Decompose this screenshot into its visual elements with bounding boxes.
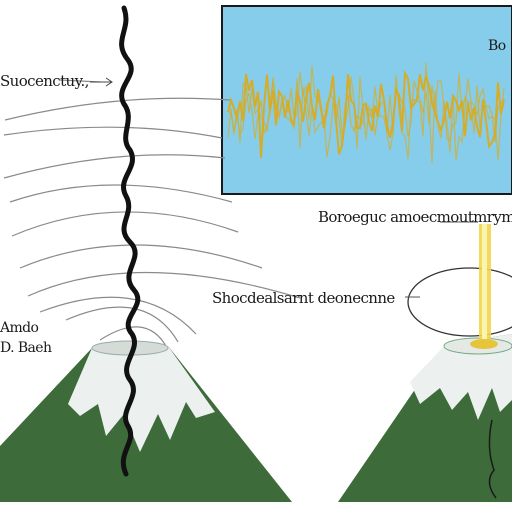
wave-arc-6 <box>19 244 263 269</box>
right-volcano <box>338 334 512 502</box>
eruption-column <box>470 224 498 349</box>
seismic-waveform <box>227 62 505 163</box>
right-volcano-snow <box>410 334 512 420</box>
label-center: Shocdealsarnt deonecnne <box>212 289 395 307</box>
left-volcano-snow <box>68 346 215 452</box>
wave-arc-1 <box>4 97 231 121</box>
wave-arc-7 <box>27 271 301 299</box>
wave-arc-5 <box>11 211 239 237</box>
wave-arc-9 <box>65 306 179 343</box>
wave-arc-2 <box>3 126 223 139</box>
eruption-ring <box>407 267 512 337</box>
label-left-b: D. Baeh <box>0 340 52 356</box>
waveform-trace <box>227 62 505 163</box>
right-fissure <box>488 419 497 499</box>
label-top-left: Suocenctuy., <box>0 72 89 90</box>
wave-arc-4 <box>9 184 233 203</box>
wave-arc-3 <box>3 154 226 179</box>
wave-arc-8 <box>39 296 197 335</box>
arrow-marks <box>90 77 113 87</box>
fault-line <box>119 5 141 477</box>
label-left-a: Amdo <box>0 320 39 336</box>
label-top-right: Bo <box>488 38 506 54</box>
left-volcano <box>0 340 292 502</box>
label-mid-right: Boroeguc amoecmoutmrymo <box>318 208 512 226</box>
label-leaders <box>405 221 478 298</box>
wave-arcs <box>3 79 301 355</box>
